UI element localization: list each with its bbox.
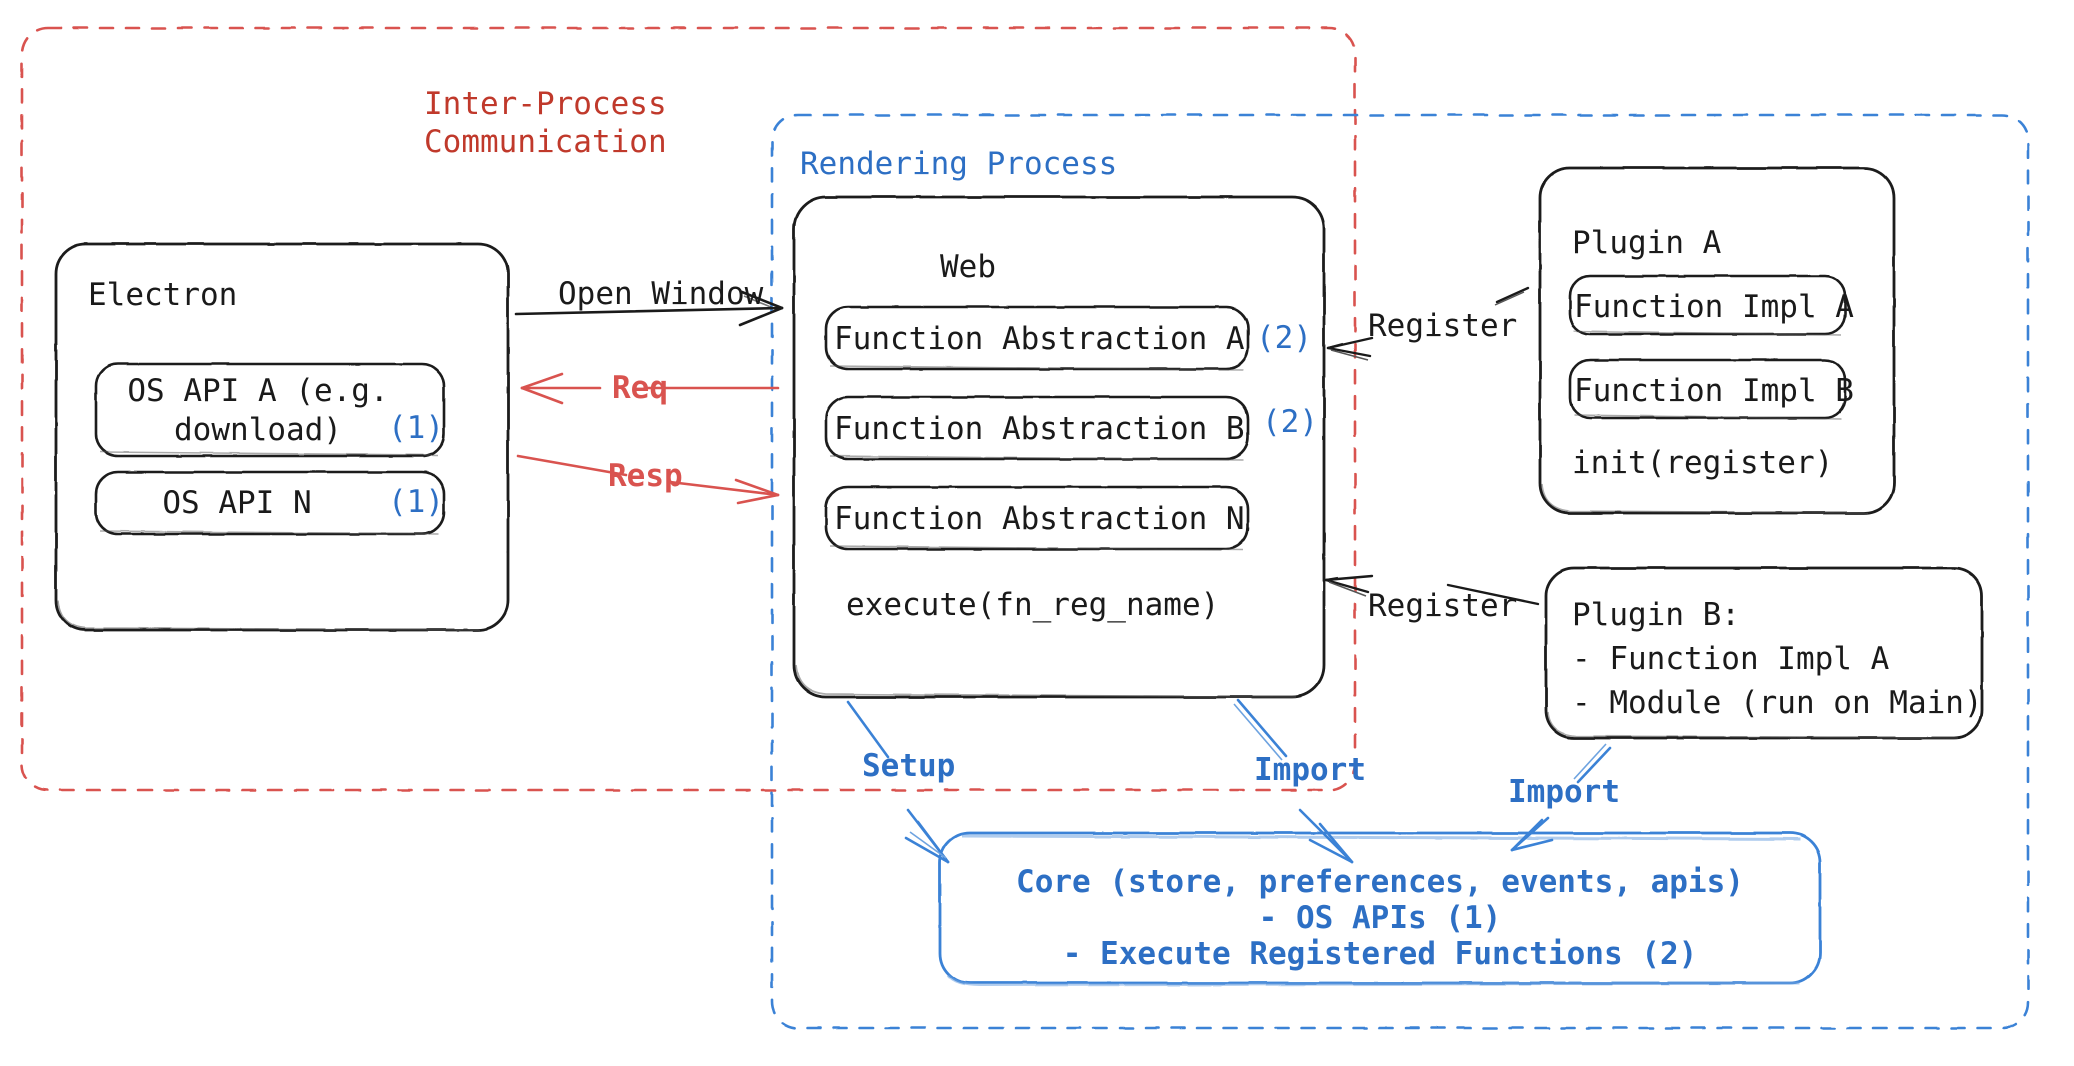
os-api-n-tag: (1) (388, 484, 444, 520)
os-api-a-label: OS API A (e.g. download) (127, 373, 389, 448)
edge-label-req: Req (612, 370, 668, 406)
edge-label-open-window: Open Window (558, 276, 764, 312)
plugin-a-title: Plugin A (1572, 225, 1722, 261)
plugin-a-init-signature: init(register) (1572, 445, 1834, 481)
function-abstraction-n-label: Function Abstraction N (834, 501, 1245, 537)
edge-label-register-plugin-a: Register (1368, 308, 1518, 344)
function-abstraction-a-tag: (2) (1256, 320, 1312, 356)
edge-label-resp: Resp (608, 458, 683, 494)
electron-title: Electron (88, 277, 238, 313)
edge-label-setup: Setup (862, 748, 956, 784)
os-api-a-tag: (1) (388, 410, 444, 446)
edge-label-import-plugin-b: Import (1508, 774, 1620, 810)
function-abstraction-b-label: Function Abstraction B (834, 411, 1245, 447)
plugin-b-item-module: - Module (run on Main) (1572, 685, 1983, 721)
plugin-b-title: Plugin B: (1572, 597, 1740, 633)
edge-label-register-plugin-b: Register (1368, 588, 1518, 624)
group-label-rendering-process: Rendering Process (800, 146, 1118, 182)
web-title: Web (940, 249, 996, 285)
core-title: Core (store, preferences, events, apis) (1016, 864, 1744, 900)
group-label-ipc: Inter-Process Communication (424, 86, 667, 160)
core-item-os-apis: - OS APIs (1) (1258, 900, 1502, 936)
core-item-execute-registered-functions: - Execute Registered Functions (2) (1062, 936, 1698, 972)
function-abstraction-b-tag: (2) (1262, 404, 1318, 440)
function-impl-a-label: Function Impl A (1574, 289, 1854, 325)
web-execute-signature: execute(fn_reg_name) (846, 587, 1220, 623)
os-api-n-label: OS API N (162, 485, 312, 521)
plugin-b-item-function-impl-a: - Function Impl A (1572, 641, 1890, 677)
function-impl-b-label: Function Impl B (1574, 373, 1854, 409)
edge-label-import-web: Import (1254, 752, 1366, 788)
function-abstraction-a-label: Function Abstraction A (834, 321, 1245, 357)
